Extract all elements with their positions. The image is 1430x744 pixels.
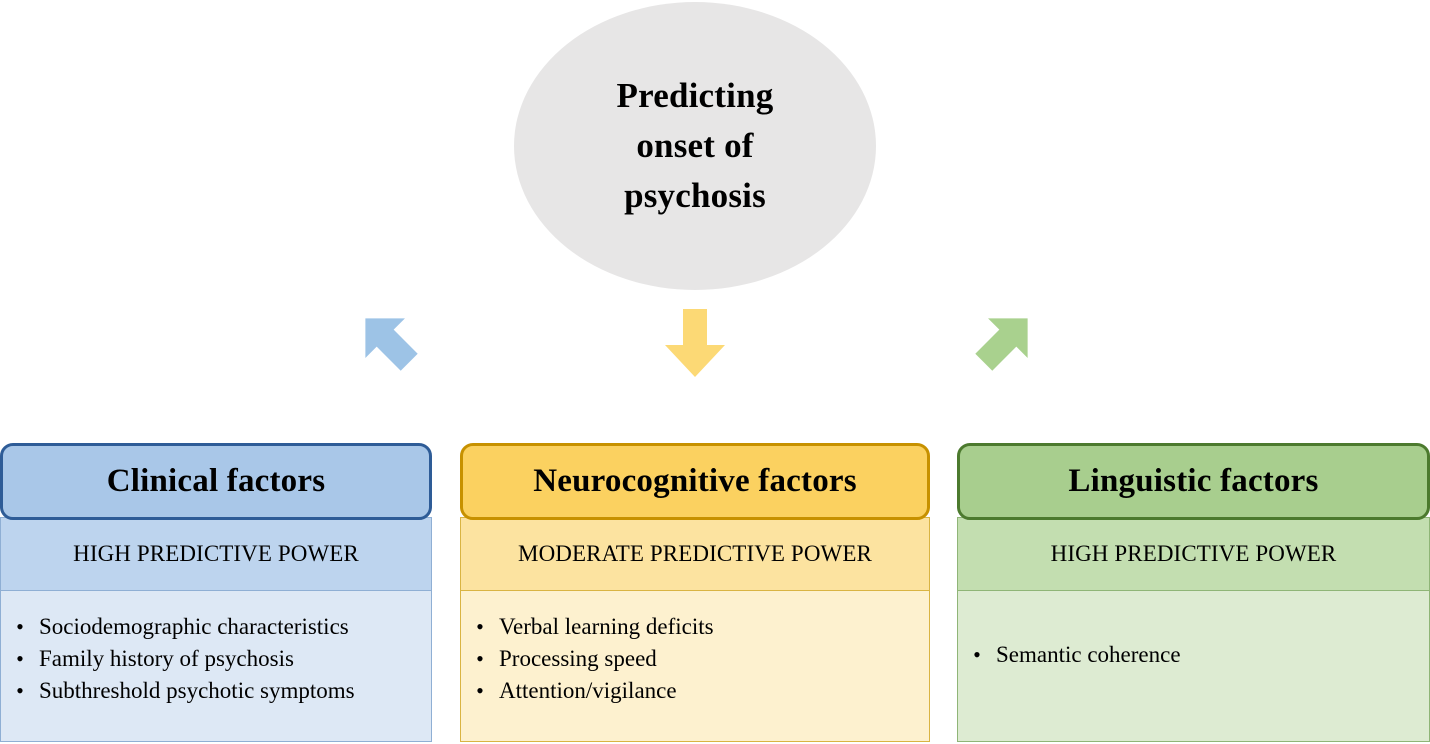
column-linguistic-header[interactable]: Linguistic factors: [957, 443, 1430, 520]
column-neurocognitive: Neurocognitive factors MODERATE PREDICTI…: [460, 443, 930, 742]
arrow-to-clinical-icon: [365, 318, 418, 371]
list-item: • Attention/vigilance: [461, 675, 929, 707]
bullet-icon: •: [16, 614, 24, 639]
column-neurocognitive-item-list: • Verbal learning deficits • Processing …: [460, 591, 930, 742]
root-node-label-line-1: Predicting: [616, 76, 774, 116]
list-item-label: Verbal learning deficits: [499, 614, 714, 639]
list-item: • Subthreshold psychotic symptoms: [1, 675, 431, 707]
bullet-icon: •: [16, 677, 24, 703]
arrow-to-neurocognitive-icon: [665, 309, 725, 377]
list-item-label: Subthreshold psychotic symptoms: [39, 677, 355, 703]
column-linguistic-power-band: HIGH PREDICTIVE POWER: [957, 517, 1430, 591]
root-node-label-line-2: onset of: [636, 126, 754, 166]
list-item: • Sociodemographic characteristics: [1, 611, 431, 643]
root-node-label: Predicting onset of psychosis: [617, 71, 774, 220]
column-neurocognitive-title: Neurocognitive factors: [533, 463, 857, 499]
column-clinical-title: Clinical factors: [106, 463, 326, 499]
column-linguistic: Linguistic factors HIGH PREDICTIVE POWER…: [957, 443, 1430, 742]
list-item-label: Sociodemographic characteristics: [39, 614, 349, 639]
column-neurocognitive-header[interactable]: Neurocognitive factors: [460, 443, 930, 520]
root-node-label-line-3: psychosis: [624, 175, 766, 215]
list-item: • Processing speed: [461, 643, 929, 675]
bullet-icon: •: [476, 614, 484, 639]
bullet-icon: •: [476, 677, 484, 703]
column-neurocognitive-power-label: MODERATE PREDICTIVE POWER: [518, 541, 872, 566]
column-clinical-item-list: • Sociodemographic characteristics • Fam…: [0, 591, 432, 742]
list-item: • Verbal learning deficits: [461, 611, 929, 643]
list-item: • Family history of psychosis: [1, 643, 431, 675]
list-item-label: Attention/vigilance: [499, 677, 677, 703]
column-clinical-power-label: HIGH PREDICTIVE POWER: [73, 541, 359, 566]
column-clinical-power-band: HIGH PREDICTIVE POWER: [0, 517, 432, 591]
column-clinical: Clinical factors HIGH PREDICTIVE POWER •…: [0, 443, 432, 742]
bullet-icon: •: [16, 645, 24, 671]
column-linguistic-power-label: HIGH PREDICTIVE POWER: [1050, 541, 1337, 566]
bullet-icon: •: [476, 645, 484, 671]
bullet-icon: •: [973, 642, 981, 667]
root-node-ellipse: Predicting onset of psychosis: [514, 2, 876, 290]
column-linguistic-item-list: • Semantic coherence: [957, 591, 1430, 742]
column-clinical-header[interactable]: Clinical factors: [0, 443, 432, 520]
list-item-label: Semantic coherence: [996, 642, 1181, 667]
column-linguistic-title: Linguistic factors: [1068, 463, 1319, 499]
list-item-label: Processing speed: [499, 645, 657, 671]
list-item: • Semantic coherence: [958, 639, 1429, 671]
arrow-to-linguistic-icon: [975, 318, 1028, 371]
list-item-label: Family history of psychosis: [39, 645, 294, 671]
column-neurocognitive-power-band: MODERATE PREDICTIVE POWER: [460, 517, 930, 591]
